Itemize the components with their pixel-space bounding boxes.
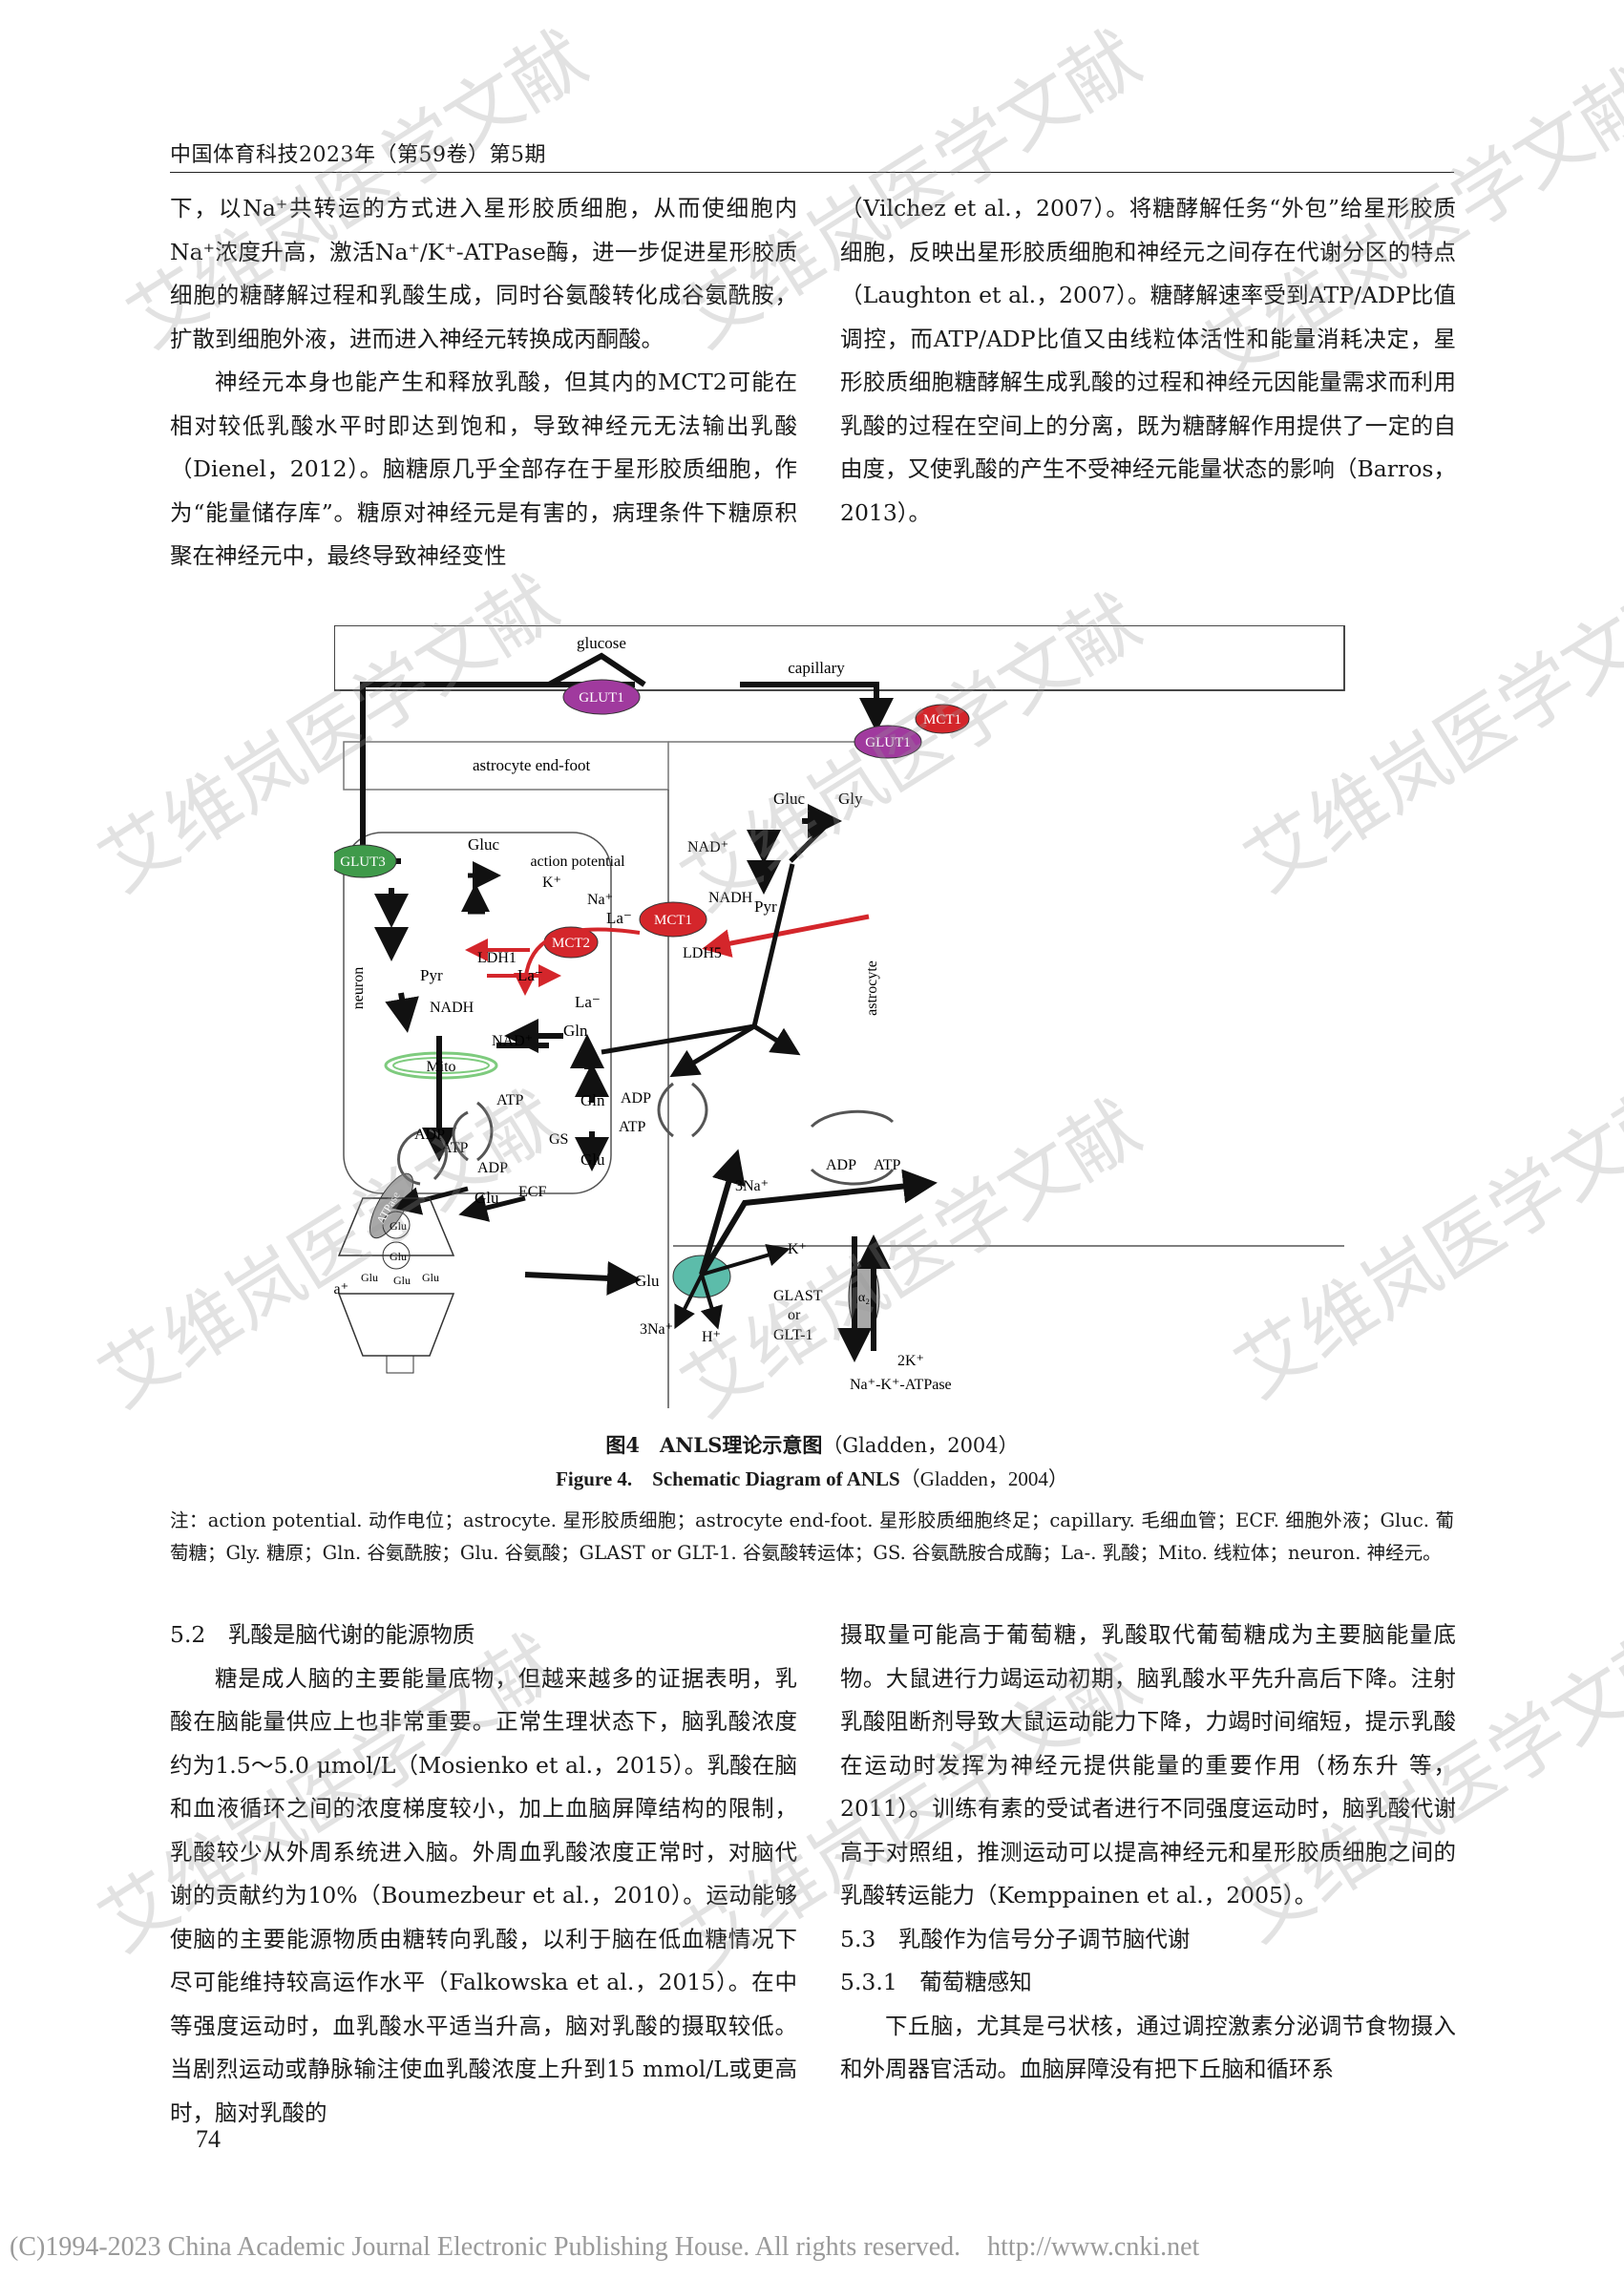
paragraph: 5.2 乳酸是脑代谢的能源物质 [170, 1621, 475, 1648]
diagram-label: Gly [838, 790, 863, 808]
diagram-label: ADP [477, 1160, 508, 1176]
endfoot-box [343, 741, 669, 791]
diagram-label: Na⁺-K⁺-ATPase [850, 1377, 952, 1393]
figure-note: 注：action potential. 动作电位；astrocyte. 星形胶质… [170, 1509, 1454, 1564]
diagram-label: Gln [580, 1091, 605, 1109]
diagram-label: capillary [788, 659, 845, 677]
diagram-label: ECF [518, 1184, 546, 1200]
diagram-label: GLUT1 [865, 735, 911, 750]
diagram-label: Glu [475, 1189, 499, 1207]
paragraph: （Vilchez et al.，2007）。将糖酵解任务“外包”给星形胶质细胞，… [840, 195, 1456, 526]
diagram-label: Glu [390, 1219, 407, 1233]
diagram-label: 2K⁺ [897, 1353, 924, 1369]
header-rule [170, 172, 1454, 173]
diagram-label: K⁺ [788, 1241, 807, 1257]
paragraph: 下丘脑，尤其是弓状核，通过调控激素分泌调节食物摄入和外周器官活动。血脑屏障没有把… [840, 2012, 1456, 2083]
diagram-label: NAD⁺ [492, 1033, 533, 1049]
diagram-label: Glu [635, 1272, 660, 1290]
diagram-label: NAD⁺ [687, 839, 728, 855]
anls-figure: glucose capillary GLUT1 GLUT1 MCT1 astro… [334, 625, 1345, 1408]
diagram-label: Glu [393, 1274, 411, 1287]
diagram-label: or [788, 1307, 801, 1323]
diagram-label: ADP [414, 1127, 445, 1143]
capillary-box [334, 625, 1345, 691]
diagram-label: K⁺ [542, 875, 561, 891]
diagram-label: GLUT3 [340, 854, 386, 870]
diagram-label: NADH [430, 1000, 475, 1016]
diagram-label: action potential [530, 854, 625, 870]
diagram-label: Glu [422, 1271, 439, 1284]
diagram-label: La⁻ [517, 966, 543, 984]
left-column-top: 下，以Na⁺共转运的方式进入星形胶质细胞，从而使细胞内Na⁺浓度升高，激活Na⁺… [170, 187, 797, 579]
diagram-label: MCT1 [923, 712, 961, 728]
diagram-label: astrocyte end-foot [473, 756, 590, 774]
diagram-label: La⁻ [606, 909, 632, 927]
diagram-label: ATP [874, 1157, 901, 1173]
diagram-label: Na⁺ [587, 892, 613, 908]
diagram-label: Glu [390, 1250, 407, 1263]
figure-caption-en: Figure 4. Schematic Diagram of ANLS（Glad… [556, 1467, 1068, 1490]
diagram-label: α₂ [858, 1291, 870, 1305]
diagram-label: Mito [426, 1059, 455, 1075]
figure-caption-cn: 图4 ANLS理论示意图（Gladden，2004） [605, 1433, 1019, 1457]
diagram-label: Gln [563, 1022, 588, 1040]
diagram-label: LDH1 [477, 950, 517, 966]
paragraph: 5.3 乳酸作为信号分子调节脑代谢 [840, 1925, 1191, 1952]
diagram-label: MCT2 [552, 936, 590, 951]
paragraph: 神经元本身也能产生和释放乳酸，但其内的MCT2可能在相对较低乳酸水平时即达到饱和… [170, 369, 797, 569]
running-header: 中国体育科技2023年（第59卷）第5期 [170, 143, 546, 167]
diagram-label: Gluc [468, 835, 500, 854]
paragraph: 下，以Na⁺共转运的方式进入星形胶质细胞，从而使细胞内Na⁺浓度升高，激活Na⁺… [170, 195, 797, 352]
neuron-cell [343, 832, 612, 1194]
diagram-label: GLAST [773, 1288, 823, 1304]
diagram-label: H⁺ [702, 1329, 721, 1345]
right-column-bottom: 摄取量可能高于葡萄糖，乳酸取代葡萄糖成为主要脑能量底物。大鼠进行力竭运动初期，脑… [840, 1614, 1456, 2092]
page-number: 74 [196, 2125, 221, 2153]
copyright-line: (C)1994-2023 China Academic Journal Elec… [10, 2232, 1200, 2262]
diagram-label: NADH [708, 890, 753, 906]
diagram-label: Glu [580, 1150, 605, 1169]
diagram-label: Pyr [754, 897, 777, 916]
diagram-label: Pyr [420, 966, 443, 984]
diagram-label: GLT-1 [773, 1327, 813, 1343]
diagram-label: astrocyte [864, 960, 880, 1016]
diagram-label: ATP [496, 1092, 524, 1108]
paragraph: 5.3.1 葡萄糖感知 [840, 1969, 1032, 1995]
diagram-label: 3Na⁺ [640, 1321, 673, 1338]
diagram-label: 3Na⁺ [334, 1281, 348, 1297]
diagram-label: ATP [619, 1119, 646, 1135]
diagram-label: ADP [826, 1157, 856, 1173]
diagram-label: 3Na⁺ [735, 1178, 769, 1194]
paragraph: 糖是成人脑的主要能量底物，但越来越多的证据表明，乳酸在脑能量供应上也非常重要。正… [170, 1664, 797, 2126]
left-column-bottom: 5.2 乳酸是脑代谢的能源物质糖是成人脑的主要能量底物，但越来越多的证据表明，乳… [170, 1614, 797, 2135]
diagram-label: ATP [441, 1140, 469, 1156]
diagram-label: Glu [361, 1271, 378, 1284]
diagram-label: MCT1 [654, 913, 692, 928]
right-column-top: （Vilchez et al.，2007）。将糖酵解任务“外包”给星形胶质细胞，… [840, 187, 1456, 535]
diagram-label: ADP [621, 1090, 651, 1107]
diagram-label: LDH5 [683, 945, 722, 961]
diagram-label: GS [549, 1131, 568, 1148]
diagram-label: neuron [350, 967, 367, 1009]
label-glucose: glucose [577, 634, 626, 652]
diagram-label: Gluc [773, 790, 806, 808]
diagram-label: La⁻ [575, 993, 601, 1011]
diagram-label: GLUT1 [579, 690, 624, 706]
paragraph: 摄取量可能高于葡萄糖，乳酸取代葡萄糖成为主要脑能量底物。大鼠进行力竭运动初期，脑… [840, 1621, 1456, 1909]
